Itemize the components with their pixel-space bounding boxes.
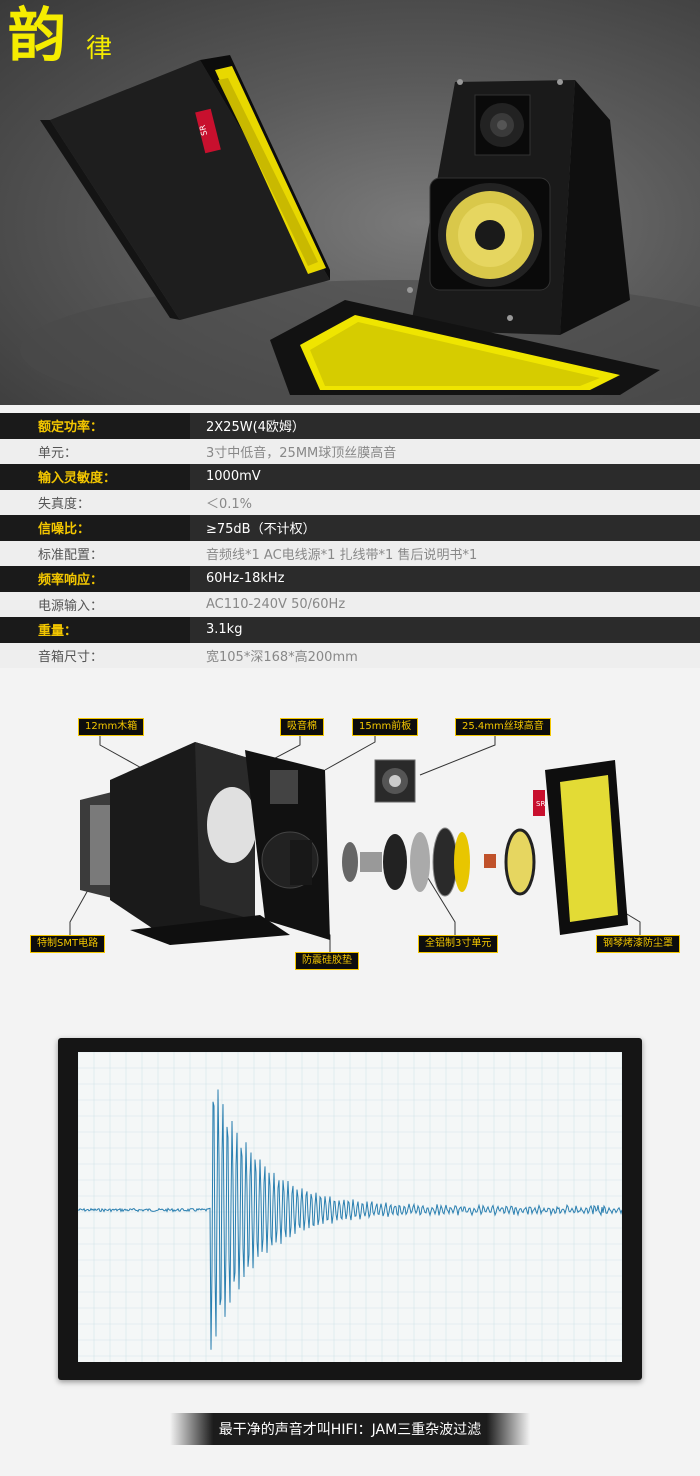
spec-label: 标准配置： <box>38 547 104 563</box>
spec-label: 失真度： <box>38 496 91 512</box>
spec-label: 输入灵敏度： <box>38 471 117 487</box>
spec-label: 音箱尺寸： <box>38 649 104 665</box>
hero-title: 韵 <box>8 1 67 69</box>
spec-value: 音频线*1 AC电线源*1 扎线带*1 售后说明书*1 <box>206 547 478 563</box>
spec-value: 60Hz-18kHz <box>206 571 285 587</box>
waveform-plot <box>78 1052 622 1362</box>
spec-table: 额定功率： 2X25W(4欧姆） 单元： 3寸中低音，25MM球顶丝膜高音输入灵敏度：… <box>0 413 700 668</box>
waveform-screen <box>78 1052 622 1362</box>
slogan-banner: 最干净的声音才叫HIFI：JAM三重杂波过滤 <box>170 1413 530 1445</box>
spec-value: AC110-240V 50/60Hz <box>206 596 346 612</box>
spec-row: 电源输入： AC110-240V 50/60Hz <box>0 591 700 617</box>
svg-text:SR: SR <box>198 124 209 137</box>
spec-row: 音箱尺寸： 宽105*深168*高200mm <box>0 642 700 668</box>
spec-row: 输入灵敏度： 1000mV <box>0 464 700 490</box>
exploded-diagram: SR <box>69 730 641 952</box>
spec-value: 2X25W(4欧姆） <box>206 420 305 436</box>
exploded-view: SR 12mm木箱 吸音棉 15mm前板 25.4mm丝球高音 特制SMT电路 … <box>0 690 700 990</box>
callout-smt: 特制SMT电路 <box>30 935 106 953</box>
brand-badge-icon <box>195 108 221 154</box>
svg-text:SR: SR <box>536 800 545 808</box>
spec-row: 单元： 3寸中低音，25MM球顶丝膜高音 <box>0 438 700 464</box>
spec-label-background <box>0 464 190 490</box>
spec-label: 电源输入： <box>38 598 104 614</box>
spec-label: 频率响应： <box>38 573 104 589</box>
callout-wood-box: 12mm木箱 <box>78 718 145 736</box>
callout-absorb: 吸音棉 <box>280 718 324 736</box>
spec-value: ≥75dB（不计权） <box>206 522 316 538</box>
callout-silicone: 防震硅胶垫 <box>295 952 359 970</box>
spec-label-background <box>0 515 190 541</box>
callout-tweeter: 25.4mm丝球高音 <box>455 718 551 736</box>
spec-row: 重量： 3.1kg <box>0 617 700 643</box>
spec-value: ＜0.1% <box>206 496 253 512</box>
spec-row: 失真度： ＜0.1% <box>0 489 700 515</box>
spec-row: 标准配置： 音频线*1 AC电线源*1 扎线带*1 售后说明书*1 <box>0 540 700 566</box>
spec-label: 额定功率： <box>38 420 104 436</box>
speaker-photo-illustration: SR <box>20 55 700 405</box>
spec-row: 信噪比： ≥75dB（不计权） <box>0 515 700 541</box>
spec-value: 3.1kg <box>206 622 243 638</box>
callout-aluminum: 全铝制3寸单元 <box>418 935 499 953</box>
spec-value: 3寸中低音，25MM球顶丝膜高音 <box>206 445 397 461</box>
spec-label: 单元： <box>38 445 78 461</box>
callout-front-panel: 15mm前板 <box>352 718 419 736</box>
hero-subtitle: 律 <box>86 34 113 64</box>
waveform-grid <box>78 1052 622 1362</box>
spec-label-background <box>0 566 190 592</box>
waveform-trace <box>78 1089 622 1350</box>
hero-photo: SR 韵 律 <box>0 0 700 405</box>
spec-label-background <box>0 617 190 643</box>
spec-label: 重量： <box>38 624 78 640</box>
dust-cover-badge-icon <box>533 790 545 816</box>
spec-value: 宽105*深168*高200mm <box>206 649 358 665</box>
spec-label-background <box>0 413 190 439</box>
callout-dust-cover: 钢琴烤漆防尘罩 <box>596 935 680 953</box>
spec-value: 1000mV <box>206 469 261 485</box>
waveform-monitor <box>58 1038 642 1380</box>
spec-row: 额定功率： 2X25W(4欧姆） <box>0 413 700 439</box>
spec-row: 频率响应： 60Hz-18kHz <box>0 566 700 592</box>
spec-label: 信噪比： <box>38 522 91 538</box>
